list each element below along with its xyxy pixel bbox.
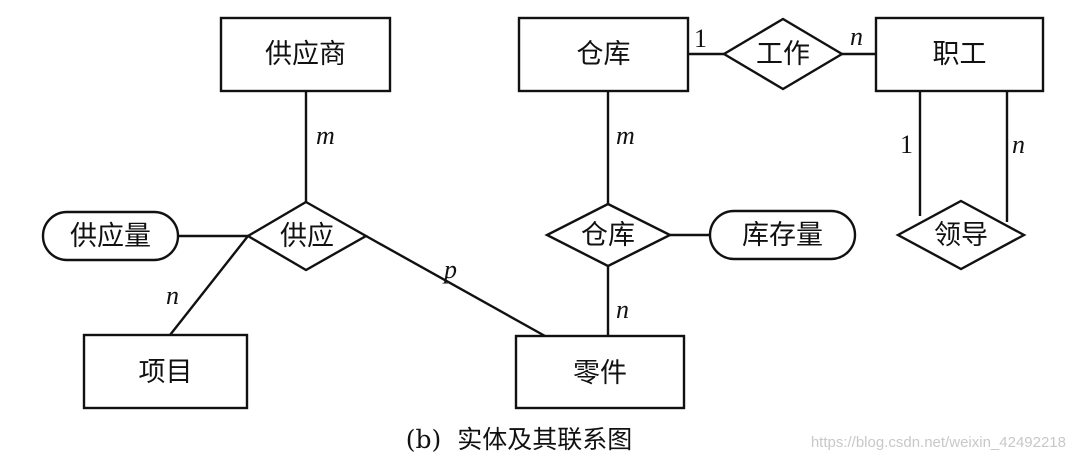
entity-project: [82, 333, 249, 410]
diagram-caption: (b) 实体及其联系图: [406, 425, 632, 454]
entity-employee-label: 职工: [933, 39, 987, 70]
cardinality-supplier-supply: m: [316, 121, 335, 150]
entity-supplier-label: 供应商: [265, 39, 346, 70]
edge-supply-project: [169, 235, 249, 336]
cardinality-warehouse-work: 1: [694, 24, 707, 53]
relationship-work-label: 工作: [756, 39, 810, 70]
relationship-lead-label: 领导: [934, 220, 988, 251]
relationship-supply-label: 供应: [280, 221, 334, 252]
relationship-lead: [895, 199, 1027, 271]
entity-warehouse: [517, 16, 690, 93]
cardinality-warehouse-store: m: [616, 121, 635, 150]
cardinality-part-supply: p: [442, 255, 457, 284]
cardinality-lead-right: n: [1012, 130, 1025, 159]
entity-warehouse-label: 仓库: [577, 39, 631, 70]
edge-supply-part: [365, 234, 546, 338]
attribute-supply-qty: [41, 210, 180, 262]
entity-project-label: 项目: [139, 357, 193, 388]
attribute-stock-qty: [708, 209, 857, 261]
entity-part: [514, 334, 686, 410]
cardinality-employee-work: n: [850, 22, 863, 51]
entity-supplier: [219, 16, 392, 93]
cardinality-lead-left: 1: [900, 130, 913, 159]
cardinality-project-supply: n: [166, 281, 179, 310]
relationship-store-label: 仓库: [581, 220, 635, 251]
relationship-store: [544, 202, 673, 268]
entity-part-label: 零件: [573, 358, 627, 389]
relationship-supply: [245, 200, 369, 272]
attribute-supply-qty-label: 供应量: [70, 221, 151, 252]
relationship-work: [721, 17, 845, 91]
entity-employee: [874, 16, 1045, 93]
watermark-text: https://blog.csdn.net/weixin_42492218: [811, 434, 1066, 451]
attribute-stock-qty-label: 库存量: [742, 220, 823, 251]
cardinality-part-store: n: [616, 295, 629, 324]
